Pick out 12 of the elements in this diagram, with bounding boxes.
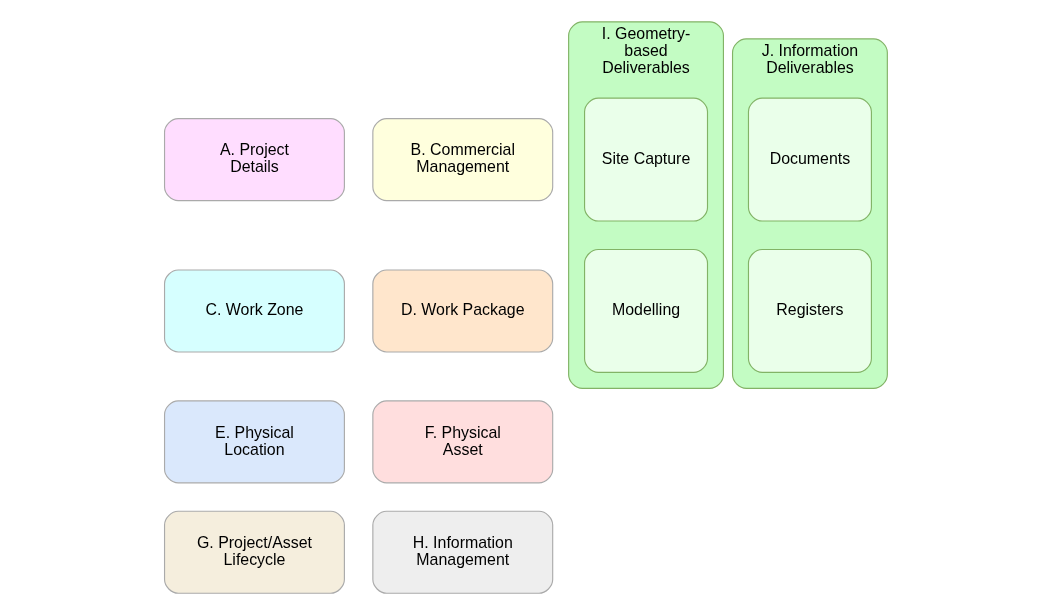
node-box: Site Capture (584, 97, 709, 222)
node-box: D. Work Package (372, 269, 554, 353)
node-box: Documents (747, 97, 872, 222)
node-box: H. Information Management (372, 510, 554, 594)
node-box: C. Work Zone (164, 269, 345, 353)
node-box: B. Commercial Management (372, 118, 554, 202)
node-box: E. Physical Location (164, 400, 345, 484)
node-box: F. Physical Asset (372, 400, 554, 484)
node-box: Modelling (584, 248, 709, 373)
node-box: G. Project/Asset Lifecycle (164, 510, 345, 594)
node-box: A. Project Details (164, 118, 345, 202)
node-box: Registers (747, 248, 872, 373)
